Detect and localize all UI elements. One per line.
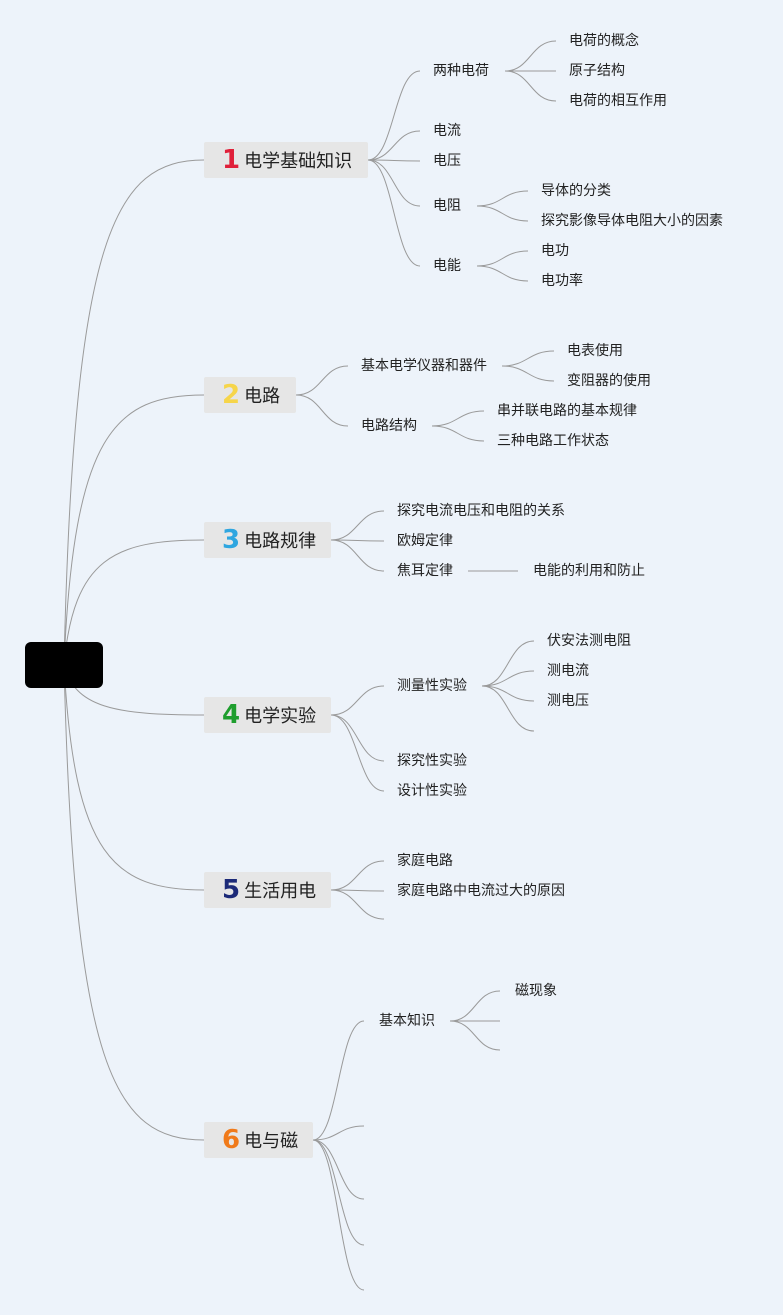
- connector-line-45: [449, 1020, 501, 1051]
- connector-line-18: [295, 365, 349, 396]
- connector-line-15: [476, 205, 529, 222]
- node-circuit-structure[interactable]: 电路结构: [361, 418, 417, 434]
- connector-line-0: [63, 159, 205, 665]
- connector-line-42: [312, 1139, 365, 1291]
- connector-line-19: [295, 394, 349, 427]
- branch-6-node[interactable]: 6 电与磁: [204, 1122, 313, 1158]
- branch-5-node[interactable]: 5 生活用电: [204, 872, 331, 908]
- node-explore-exp[interactable]: 探究性实验: [397, 753, 467, 769]
- branch-4-label: 电学实验: [244, 706, 317, 727]
- connector-line-20: [501, 350, 555, 367]
- branch-3-node[interactable]: 3 电路规律: [204, 522, 331, 558]
- node-instruments[interactable]: 基本电学仪器和器件: [361, 358, 487, 374]
- connector-line-8: [367, 159, 421, 162]
- node-voltage[interactable]: 电压: [433, 153, 461, 169]
- connector-line-4: [63, 663, 205, 891]
- node-energy-use[interactable]: 电能的利用和防止: [533, 563, 645, 579]
- node-voltammetry[interactable]: 伏安法测电阻: [547, 633, 631, 649]
- branch-4-number: 4: [222, 700, 241, 730]
- node-electric-energy[interactable]: 电能: [433, 258, 461, 274]
- connector-line-26: [330, 539, 385, 572]
- node-conductor-types[interactable]: 导体的分类: [541, 183, 611, 199]
- connector-line-40: [312, 1139, 365, 1200]
- node-resistance[interactable]: 电阻: [433, 198, 461, 214]
- node-design-exp[interactable]: 设计性实验: [397, 783, 467, 799]
- connector-line-13: [504, 70, 557, 102]
- connector-line-25: [330, 539, 385, 542]
- connector-line-31: [481, 640, 535, 687]
- branch-1-number: 1: [222, 145, 241, 175]
- connector-line-9: [367, 159, 421, 207]
- branch-6-label: 电与磁: [244, 1131, 299, 1152]
- connector-line-14: [476, 190, 529, 207]
- node-measure-current[interactable]: 测电流: [547, 663, 589, 679]
- branch-2-number: 2: [222, 380, 241, 410]
- node-joules-law[interactable]: 焦耳定律: [397, 563, 453, 579]
- node-charge-interaction[interactable]: 电荷的相互作用: [569, 93, 667, 109]
- branch-5-label: 生活用电: [244, 881, 317, 902]
- connector-line-5: [63, 663, 205, 1141]
- node-atom-structure[interactable]: 原子结构: [569, 63, 625, 79]
- connector-line-43: [449, 990, 501, 1022]
- node-measure-voltage[interactable]: 测电压: [547, 693, 589, 709]
- connector-line-33: [481, 685, 535, 702]
- connector-line-39: [312, 1125, 365, 1141]
- connector-line-11: [504, 40, 557, 72]
- connector-line-22: [431, 410, 485, 427]
- connector-line-10: [367, 159, 421, 267]
- connector-line-37: [330, 889, 385, 920]
- connector-line-32: [481, 670, 535, 687]
- connector-line-38: [312, 1020, 365, 1141]
- connector-line-17: [476, 265, 529, 282]
- connector-line-36: [330, 889, 385, 892]
- branch-3-number: 3: [222, 525, 241, 555]
- connector-line-2: [63, 539, 205, 665]
- connector-line-23: [431, 425, 485, 442]
- root-node[interactable]: [25, 642, 103, 688]
- node-home-circuit[interactable]: 家庭电路: [397, 853, 453, 869]
- node-meter-use[interactable]: 电表使用: [567, 343, 623, 359]
- connector-line-24: [330, 510, 385, 541]
- node-circuit-states[interactable]: 三种电路工作状态: [497, 433, 609, 449]
- branch-6-number: 6: [222, 1125, 241, 1155]
- node-ohms-law[interactable]: 欧姆定律: [397, 533, 453, 549]
- connector-line-30: [330, 714, 385, 792]
- node-measure-exp[interactable]: 测量性实验: [397, 678, 467, 694]
- connector-line-7: [367, 130, 421, 161]
- connector-line-21: [501, 365, 555, 382]
- connector-line-29: [330, 714, 385, 762]
- node-basic-knowledge[interactable]: 基本知识: [379, 1013, 435, 1029]
- node-rheostat-use[interactable]: 变阻器的使用: [567, 373, 651, 389]
- connector-line-41: [312, 1139, 365, 1246]
- node-series-parallel[interactable]: 串并联电路的基本规律: [497, 403, 637, 419]
- connector-line-16: [476, 250, 529, 267]
- connector-line-1: [63, 394, 205, 665]
- branch-1-label: 电学基础知识: [244, 151, 353, 172]
- branch-3-label: 电路规律: [244, 531, 317, 552]
- branch-5-number: 5: [222, 875, 241, 905]
- node-overcurrent-cause[interactable]: 家庭电路中电流过大的原因: [397, 883, 565, 899]
- connector-line-34: [481, 685, 535, 732]
- node-charge-concept[interactable]: 电荷的概念: [569, 33, 639, 49]
- node-electric-power[interactable]: 电功率: [541, 273, 583, 289]
- node-resistance-factors[interactable]: 探究影像导体电阻大小的因素: [541, 213, 723, 229]
- branch-2-label: 电路: [244, 386, 281, 407]
- node-magnetism[interactable]: 磁现象: [515, 983, 557, 999]
- connector-line-6: [367, 70, 421, 161]
- connector-line-28: [330, 685, 385, 716]
- node-two-charges[interactable]: 两种电荷: [433, 63, 489, 79]
- connector-line-35: [330, 860, 385, 891]
- branch-1-node[interactable]: 1 电学基础知识: [204, 142, 368, 178]
- branch-4-node[interactable]: 4 电学实验: [204, 697, 331, 733]
- node-explore-relation[interactable]: 探究电流电压和电阻的关系: [397, 503, 565, 519]
- node-current[interactable]: 电流: [433, 123, 461, 139]
- node-electric-work[interactable]: 电功: [541, 243, 569, 259]
- branch-2-node[interactable]: 2 电路: [204, 377, 296, 413]
